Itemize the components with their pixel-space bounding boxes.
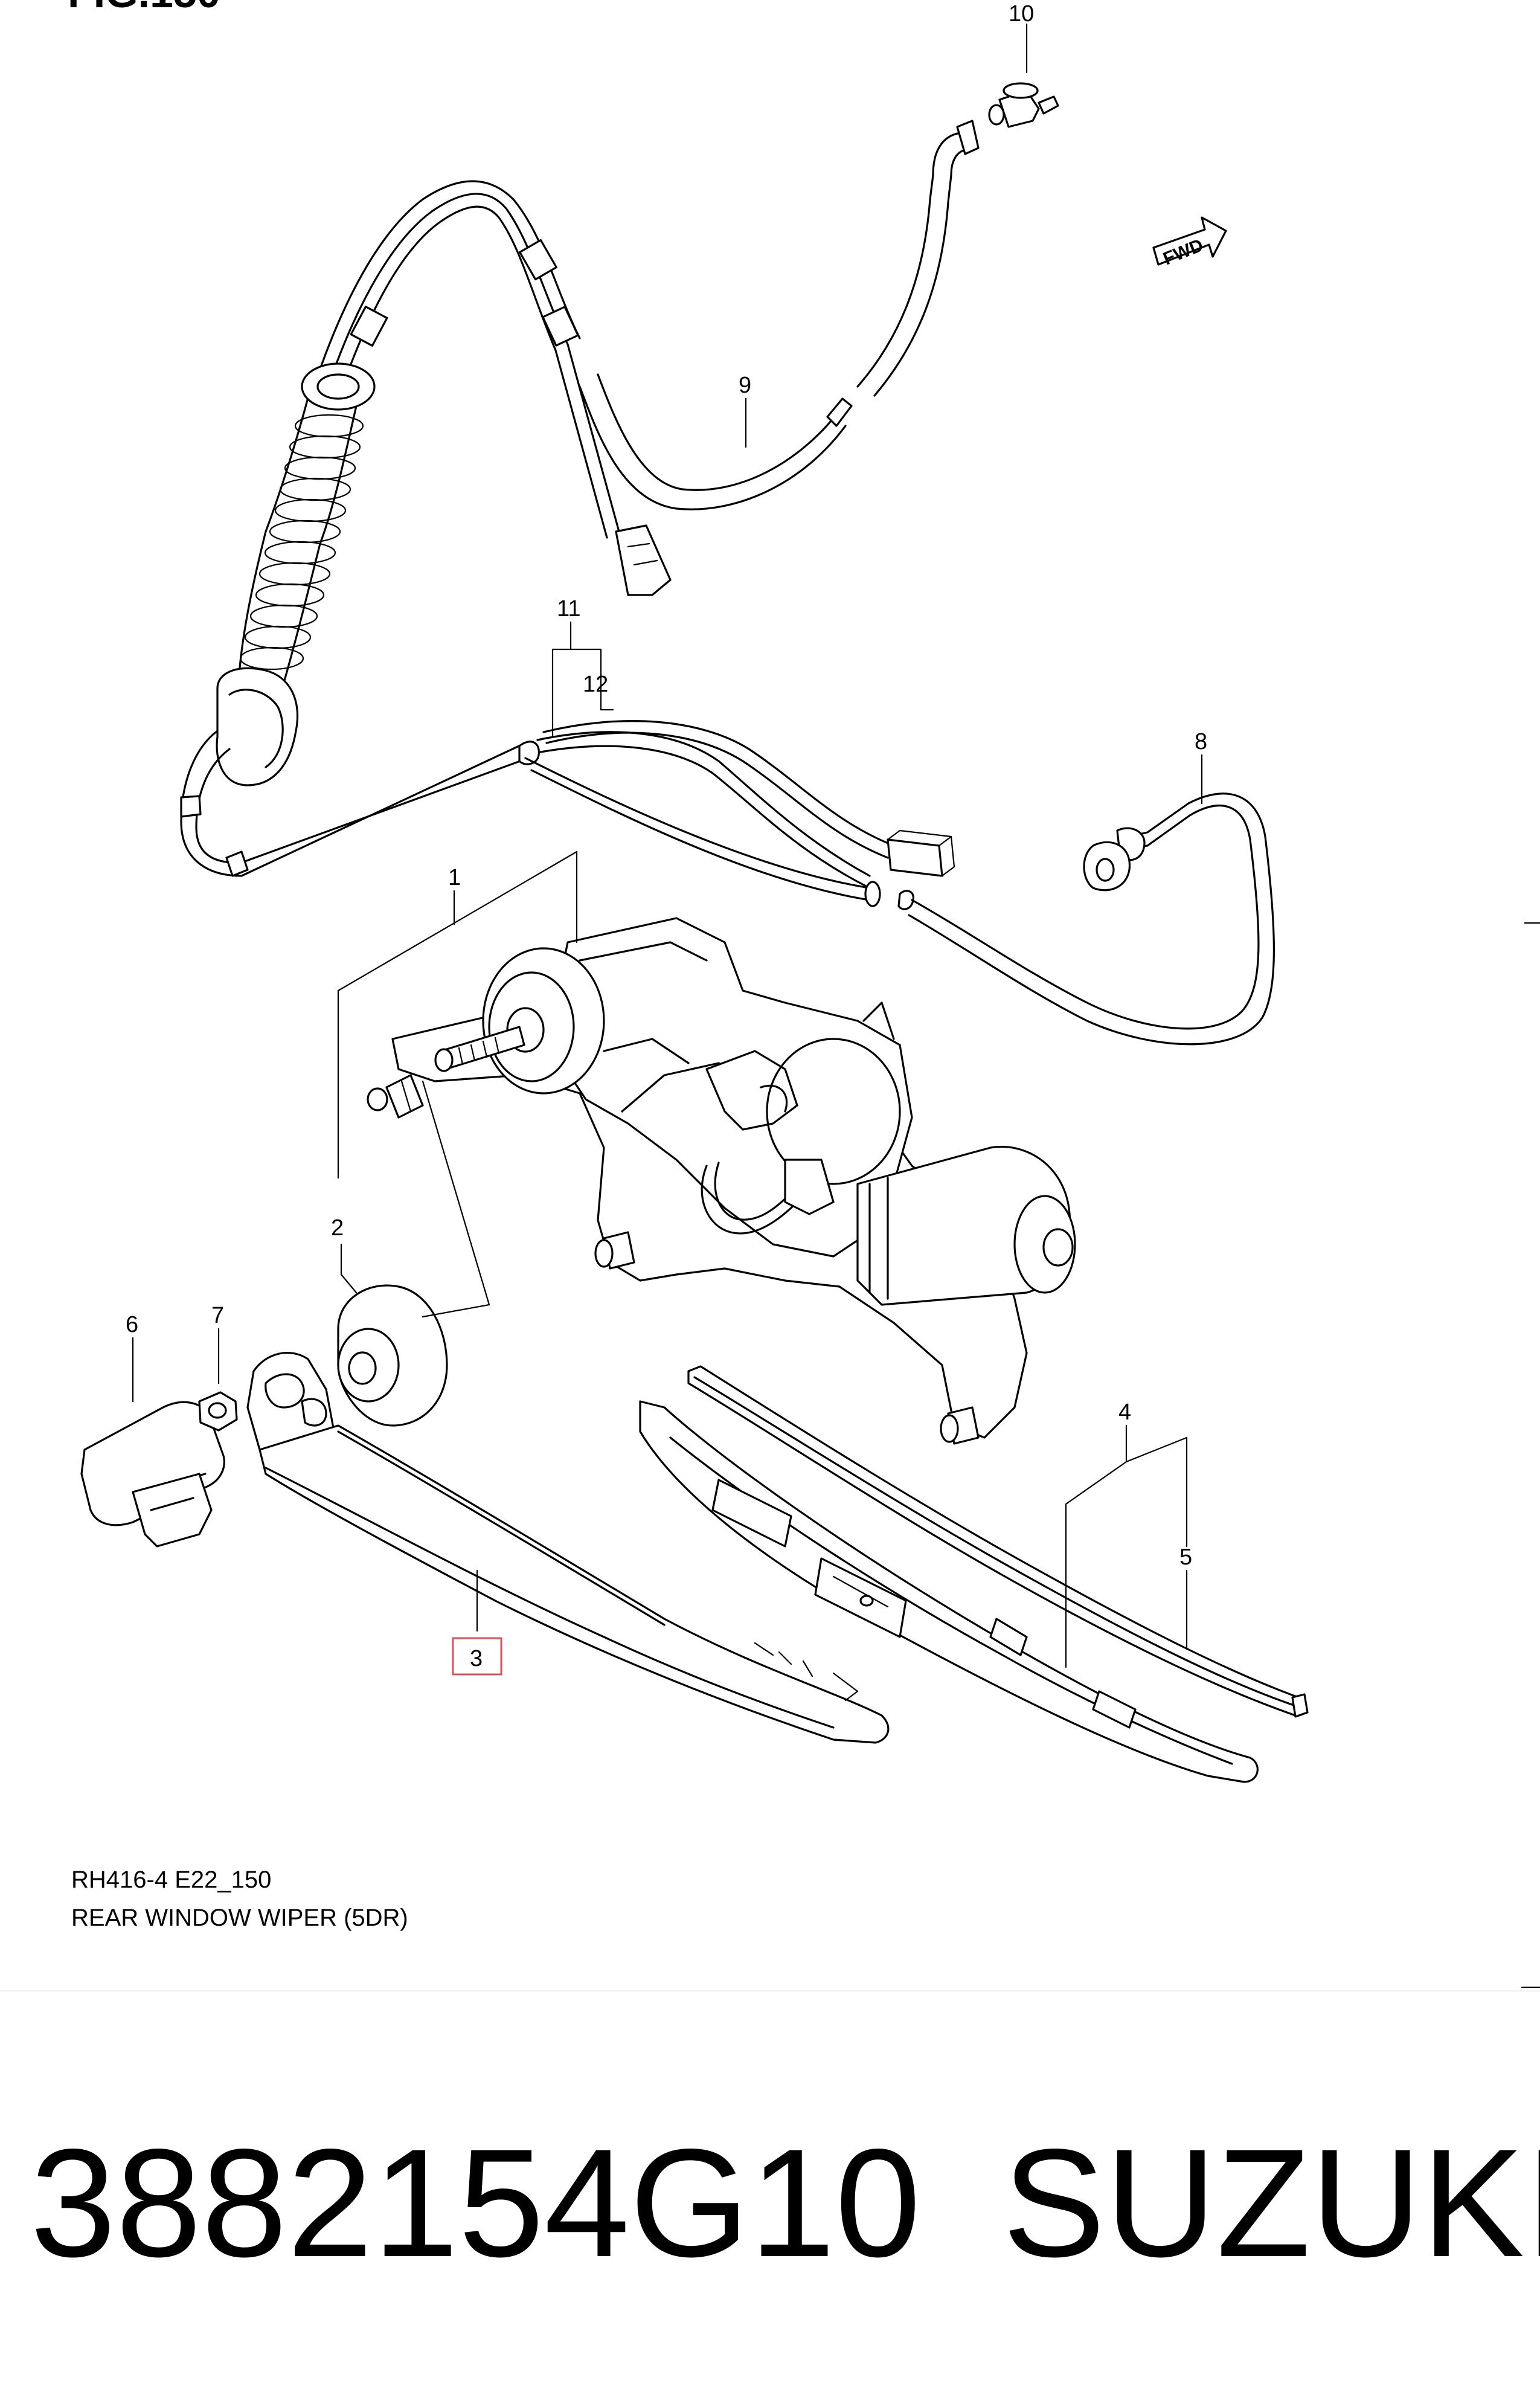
wiring-harness-parts-11-12 (518, 720, 955, 907)
forward-direction-badge: FWD (1152, 216, 1227, 269)
callout-9: 9 (739, 373, 751, 398)
callout-11: 11 (557, 596, 580, 622)
diagram-border-bottom (0, 1991, 1540, 2392)
callout-numbers: 1 2 4 5 6 7 8 9 10 11 12 3 (126, 1, 1207, 1676)
washer-hose-assembly: FWD (313, 82, 1227, 596)
callout-4: 4 (1118, 1400, 1131, 1425)
figure-name: REAR WINDOW WIPER (5DR) (71, 1905, 408, 1931)
leader-lines (132, 23, 1203, 1668)
figure-title: FIG.150 (68, 0, 220, 16)
callout-8: 8 (1195, 729, 1207, 754)
washer-nozzle-part-8 (897, 793, 1275, 1046)
callout-3[interactable]: 3 (470, 1646, 483, 1671)
harness-grommet (180, 362, 530, 877)
callout-2: 2 (331, 1215, 344, 1241)
hose-joint-part-10 (988, 82, 1059, 128)
wiper-motor-part-1 (367, 917, 1076, 1445)
callout-7: 7 (211, 1303, 224, 1328)
highlight-box-part-3 (452, 1637, 502, 1676)
callout-6: 6 (126, 1312, 138, 1337)
brand-name: SUZUKI (1003, 2117, 1540, 2289)
figure-code: RH416-4 E22_150 (71, 1866, 271, 1893)
callout-5: 5 (1179, 1545, 1192, 1570)
blade-rubber-part-5 (687, 1365, 1309, 1718)
wiper-blade-part-4 (639, 1400, 1259, 1783)
pivot-cap-part-2 (337, 1284, 448, 1427)
nut-part-7 (198, 1391, 238, 1432)
callout-10: 10 (1009, 1, 1034, 27)
callout-12: 12 (583, 672, 608, 697)
cover-part-6 (80, 1401, 225, 1548)
wiper-arm-part-3 (246, 1352, 890, 1744)
part-number: 3882154G10 (30, 2117, 921, 2289)
callout-1: 1 (448, 865, 461, 890)
